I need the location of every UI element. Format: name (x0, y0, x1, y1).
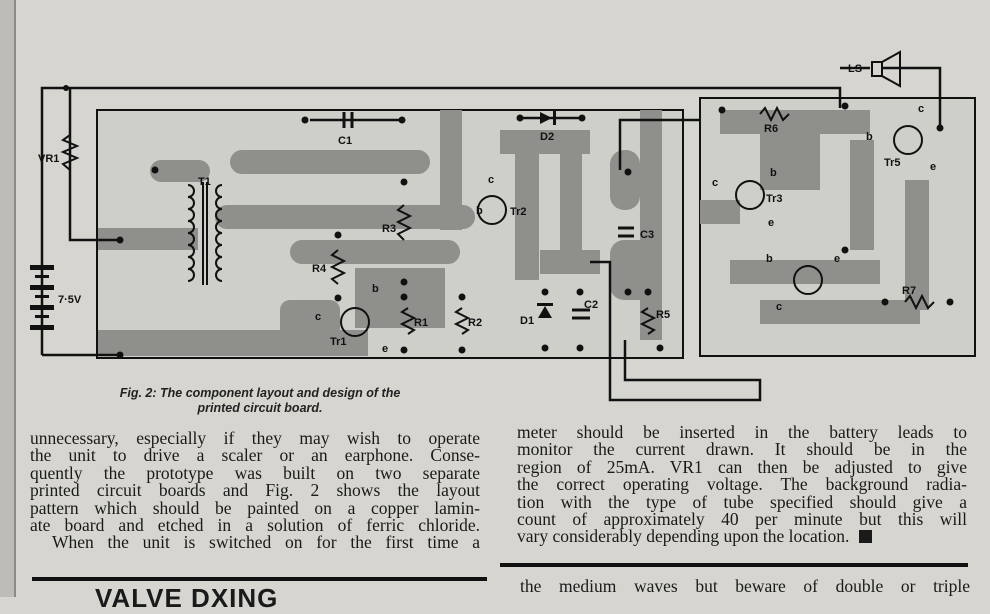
label-pin-c: c (918, 103, 924, 115)
label-tr5: Tr5 (884, 157, 901, 169)
label-r4: R4 (312, 263, 327, 275)
text-line: region of 25mA. VR1 can then be adjusted… (517, 456, 967, 477)
label-tr2: Tr2 (510, 206, 527, 218)
capacitor-symbols (342, 112, 634, 320)
label-pin-b: b (476, 205, 483, 217)
article-column-left: unnecessary, especially if they may wish… (30, 428, 480, 553)
text-line: quently the prototype was built on two s… (30, 462, 480, 483)
text-line: tion with the type of tube specified sho… (517, 491, 967, 512)
label-pin-b: b (866, 131, 873, 143)
text-line: the correct operating voltage. The backg… (517, 474, 967, 495)
caption-line: printed circuit board. (197, 401, 323, 415)
label-r3: R3 (382, 223, 396, 235)
pcb-layout-diagram: VR1 7·5V T1 C1 D2 R3 R4 Tr2 Tr1 R1 R2 D1… (30, 50, 976, 402)
transistor-symbols (340, 125, 923, 337)
caption-line: Fig. 2: The component layout and design … (119, 386, 401, 400)
text-line: printed circuit boards and Fig. 2 shows … (30, 480, 480, 501)
label-pin-e: e (930, 161, 936, 173)
text-line: the medium waves but beware of double or… (520, 576, 970, 596)
label-battery-voltage: 7·5V (58, 294, 82, 306)
label-r7: R7 (902, 285, 916, 297)
section-rule-left (32, 577, 487, 581)
label-pin-c: c (315, 311, 321, 323)
label-tr1: Tr1 (330, 336, 347, 348)
label-pin-b: b (770, 167, 777, 179)
label-tr3: Tr3 (766, 193, 783, 205)
text-line: vary considerably depending upon the loc… (517, 528, 967, 545)
text-line: monitor the current drawn. It should be … (517, 439, 967, 460)
text-line-content: vary considerably depending upon the loc… (517, 526, 850, 547)
end-of-article-mark (859, 530, 873, 544)
label-pin-e: e (382, 343, 388, 355)
text-line: the unit to drive a scaler or an earphon… (30, 445, 480, 466)
label-r2: R2 (468, 317, 482, 329)
label-r1: R1 (414, 317, 428, 329)
label-c3: C3 (640, 229, 654, 241)
page-edge (0, 0, 16, 597)
label-pin-c: c (776, 301, 782, 313)
label-pin-e: e (834, 253, 840, 265)
diode-symbols (537, 111, 556, 318)
wires (40, 66, 942, 402)
speaker-symbol (871, 50, 901, 88)
label-r5: R5 (656, 309, 670, 321)
label-pin-e: e (768, 217, 774, 229)
figure-caption: Fig. 2: The component layout and design … (60, 386, 460, 416)
label-c2: C2 (584, 299, 598, 311)
label-r6: R6 (764, 123, 778, 135)
next-article-text: the medium waves but beware of double or… (520, 576, 970, 596)
battery-symbol (30, 265, 54, 330)
resistor-symbols (329, 105, 935, 335)
vr1-symbol (60, 134, 80, 171)
transformer-symbol (187, 182, 223, 285)
label-pin-c: c (712, 177, 718, 189)
text-line: When the unit is switched on for the fir… (52, 532, 480, 553)
label-t1: T1 (198, 176, 211, 188)
text-line: pattern which should be painted on a cop… (30, 497, 480, 518)
label-pin-b: b (766, 253, 773, 265)
section-rule-right (500, 563, 968, 567)
label-c1: C1 (338, 135, 352, 147)
text-line: count of approximately 40 per minute but… (517, 509, 967, 530)
label-pin-c: c (488, 174, 494, 186)
text-line: meter should be inserted in the battery … (517, 422, 967, 442)
label-ls: LS (848, 63, 862, 75)
solder-pads (63, 85, 954, 359)
label-d2: D2 (540, 131, 554, 143)
label-pin-b: b (372, 283, 379, 295)
text-line: unnecessary, especially if they may wish… (30, 428, 480, 448)
label-d1: D1 (520, 315, 534, 327)
text-line: ate board and etched in a solution of fe… (30, 515, 480, 536)
article-column-right: meter should be inserted in the battery … (517, 422, 967, 546)
next-article-heading: VALVE DXING (95, 583, 279, 613)
label-vr1: VR1 (38, 153, 59, 165)
copper-tracks (98, 110, 929, 356)
